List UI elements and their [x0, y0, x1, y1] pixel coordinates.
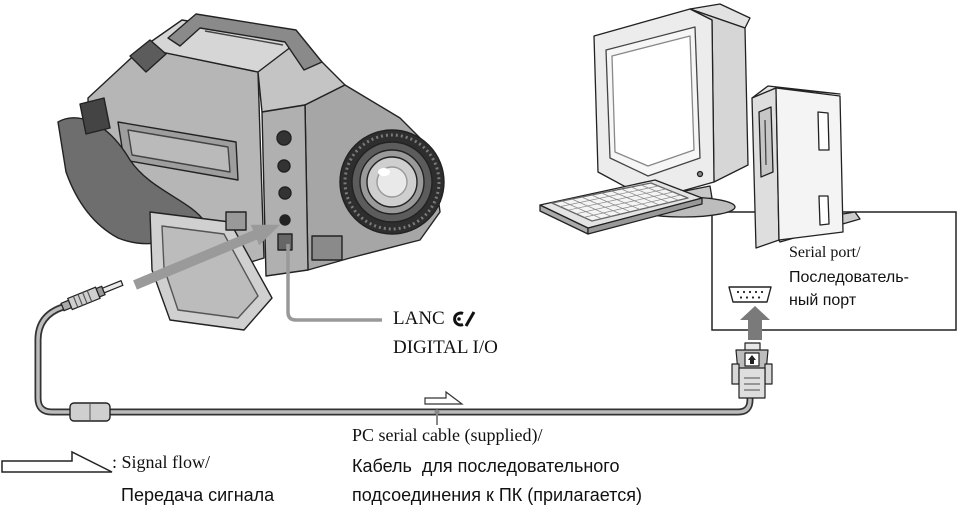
cable-label-ru-line1: Кабель для последовательного [352, 456, 620, 476]
plug-grip [77, 294, 84, 306]
pin [742, 290, 746, 294]
serial-port-pins [736, 290, 764, 299]
tower-side [775, 87, 844, 241]
legend-signal-flow-en: : Signal flow/ [112, 452, 210, 472]
pin [757, 296, 761, 299]
mini-plug [60, 279, 124, 312]
av-jack [276, 130, 292, 146]
strap-loop [79, 97, 111, 135]
up-arrow-icon [740, 306, 770, 340]
lanc-icon-arc [452, 311, 464, 326]
tower-vent [817, 111, 830, 151]
legend-signal-flow-ru: Передача сигнала [121, 485, 275, 505]
lcd-hinge [225, 211, 247, 231]
s-video-jack [277, 159, 291, 173]
lanc-text: LANC [393, 308, 445, 329]
connector-arrow-icon [748, 355, 756, 364]
key-col [640, 184, 679, 201]
key-col [581, 196, 621, 215]
key-col [571, 198, 612, 217]
cable-label-en: PC serial cable (supplied)/ [352, 425, 543, 445]
dv-port [277, 233, 293, 251]
connector-body [738, 367, 766, 399]
viewfinder [129, 39, 167, 73]
lanc-icon-dot [456, 316, 461, 321]
pin [754, 290, 758, 294]
key-col [611, 190, 650, 208]
cable-leader-dot [434, 409, 440, 415]
mic-jack [278, 186, 292, 200]
serial-port-icon [728, 286, 772, 303]
monitor-power-button [696, 170, 704, 178]
lanc-leader-line [286, 244, 382, 322]
lens-ring [343, 133, 441, 231]
computer [539, 3, 861, 249]
key-col [631, 186, 669, 203]
monitor-screen [611, 35, 695, 167]
plug-tip [101, 279, 124, 294]
insert-arrow-icon [133, 224, 280, 290]
pin [736, 290, 740, 294]
handle-ridge [204, 30, 284, 46]
connector-screw-left [731, 363, 740, 385]
drive-slot [764, 119, 767, 166]
serial-connector [731, 342, 773, 399]
serial-port-label-ru-line1: Последователь- [789, 269, 909, 286]
serial-port-label-en: Serial port/ [789, 244, 861, 261]
lens-flap [311, 235, 343, 261]
tower-vent [818, 195, 830, 226]
serial-port-shell [728, 286, 772, 303]
plug-body [66, 286, 101, 311]
serial-port-label-ru-line2: ный порт [789, 292, 857, 309]
key-col [601, 192, 641, 210]
signal-flow-arrow-icon [1, 450, 113, 473]
cable-label-ru-line2: подсоединения к ПК (прилагается) [352, 485, 642, 505]
lanc-icon-slash [464, 310, 476, 327]
digital-io-label: DIGITAL I/O [393, 337, 498, 358]
lens [339, 129, 445, 235]
pc-serial-cable [36, 305, 752, 414]
pin [748, 290, 752, 294]
signal-flow-arrow-icon [424, 390, 464, 405]
key-col [621, 188, 660, 206]
key-col [591, 194, 631, 213]
keyboard-keys [559, 184, 681, 220]
cassette-door-window [127, 129, 231, 173]
connector-screw-right [764, 363, 773, 385]
camcorder-handle [167, 13, 323, 71]
camcorder [57, 13, 445, 331]
key-col [561, 200, 602, 220]
pin [739, 296, 743, 299]
lanc-icon [452, 310, 476, 327]
plug-grip [72, 295, 79, 308]
lanc-label: LANC [393, 309, 476, 328]
plug-grip [82, 292, 88, 304]
lanc-jack [279, 214, 291, 226]
pin [745, 296, 749, 299]
pin [760, 290, 764, 294]
plug-grip [86, 290, 93, 302]
lens-highlight [378, 168, 390, 176]
pin [751, 296, 755, 299]
